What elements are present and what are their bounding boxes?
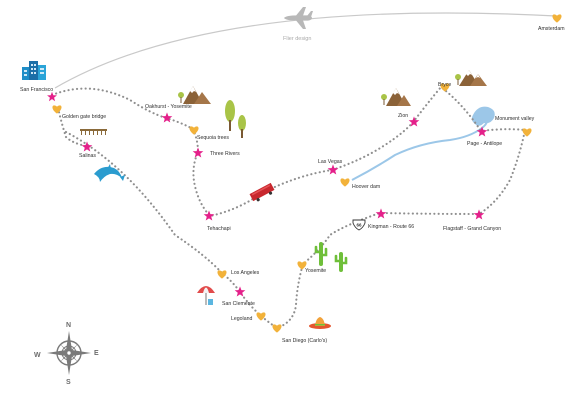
route-66-sign-icon: 66 [352, 219, 366, 231]
label-las-vegas: Las Vegas [318, 159, 343, 165]
label-los-angeles: Los Angeles [231, 270, 260, 276]
mountains-icon [381, 88, 411, 106]
route-inland [64, 130, 279, 330]
lake-icon [471, 106, 495, 126]
route-north [50, 85, 527, 330]
star-marker-salinas [81, 141, 93, 152]
label-san-diego: San Diego (Carlo's) [282, 338, 327, 344]
star-marker-flagstaff [473, 209, 485, 220]
label-yosemite-2: Yosemite [305, 268, 326, 274]
compass-w-label: W [34, 352, 41, 359]
label-tehachapi: Tehachapi [207, 226, 231, 232]
heart-marker-amsterdam [552, 14, 562, 23]
route-coast [56, 106, 88, 148]
airplane-icon [284, 7, 313, 29]
heart-marker-san-francisco [52, 105, 62, 114]
heart-marker-los-angeles [217, 270, 227, 279]
heart-marker-legoland [256, 312, 266, 321]
compass-s-label: S [66, 379, 71, 386]
heart-marker-bryce [440, 83, 450, 92]
compass-rose-icon [47, 331, 91, 375]
star-marker-san-clemente [234, 286, 246, 297]
mountains-icon [178, 86, 211, 104]
label-zion: Zion [398, 113, 408, 119]
label-golden-gate: Golden gate bridge [62, 114, 106, 120]
mountains-icon [455, 70, 487, 86]
dolphin-icon [94, 164, 125, 182]
train-wagon-icon [249, 182, 275, 202]
label-bryce: Bryce [438, 82, 451, 88]
bridge-icon [80, 129, 107, 135]
label-hoover-dam: Hoover dam [352, 184, 380, 190]
label-page: Page - Antilope [467, 141, 502, 147]
beach-umbrella-icon [197, 286, 215, 305]
label-kingman: Kingman - Route 66 [368, 224, 414, 230]
label-three-rivers: Three Rivers [210, 151, 240, 157]
markers-layer [47, 14, 562, 333]
heart-marker-yosemite-2 [297, 261, 307, 270]
star-marker-page [476, 126, 488, 137]
label-salinas: Salinas [79, 153, 96, 159]
flight-label: Flier design [283, 36, 311, 42]
compass-n-label: N [66, 322, 71, 329]
label-legoland: Legoland [231, 316, 252, 322]
trees-icon [225, 100, 246, 138]
heart-marker-monument-valley [522, 128, 532, 137]
svg-text:66: 66 [356, 223, 362, 228]
compass-e-label: E [94, 350, 99, 357]
star-marker-san-francisco [47, 91, 57, 102]
star-marker-zion [408, 116, 420, 127]
heart-marker-sequoia [189, 126, 199, 135]
flight-arc [54, 12, 557, 89]
label-sequoia: Sequoia trees [197, 135, 229, 141]
heart-marker-hoover-dam [340, 178, 350, 187]
city-buildings-icon [22, 61, 46, 80]
cactus-icon [314, 242, 328, 266]
heart-marker-san-diego [272, 324, 282, 333]
colorado-river [351, 111, 490, 181]
star-marker-kingman [375, 208, 387, 219]
sombrero-icon [309, 317, 331, 329]
label-san-clemente: San Clemente [222, 301, 255, 307]
cactus-icon [334, 252, 348, 272]
star-marker-oakhurst [161, 112, 173, 123]
label-flagstaff: Flagstaff - Grand Canyon [443, 226, 501, 232]
star-marker-three-rivers [192, 147, 204, 158]
label-san-francisco: San Francisco [20, 87, 53, 93]
label-monument-valley: Monument valley [495, 116, 535, 122]
star-marker-tehachapi [203, 210, 215, 221]
label-amsterdam: Amsterdam [538, 26, 565, 32]
star-marker-las-vegas [327, 164, 339, 175]
label-oakhurst: Oakhurst - Yosemite [145, 104, 192, 110]
